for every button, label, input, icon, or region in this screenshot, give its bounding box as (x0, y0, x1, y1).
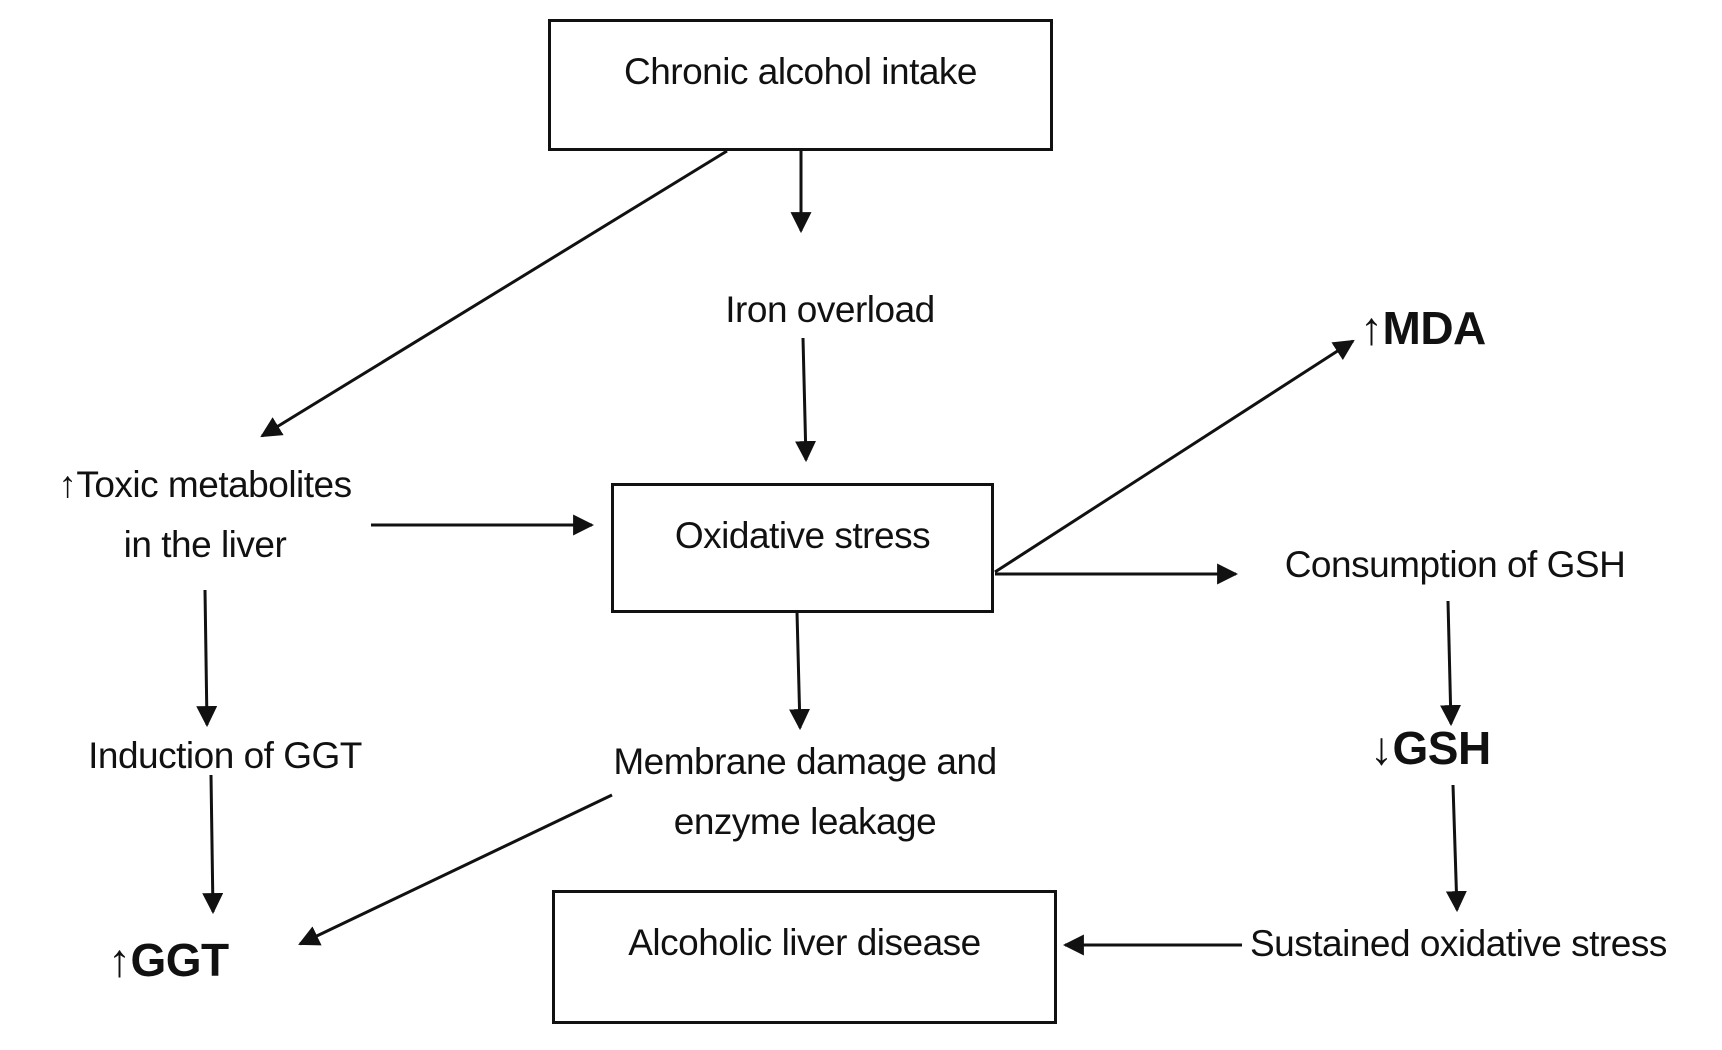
edge-induction-to-ggt (202, 774, 224, 915)
node-label: MDA (1382, 302, 1487, 354)
edge-oxidative-to-mda (994, 339, 1355, 574)
edge-consumption-to-gsh (1440, 600, 1462, 727)
edge-oxidative-to-membrane (789, 611, 811, 731)
node-label: Chronic alcohol intake (623, 51, 978, 92)
node-gsh: ↓GSH (1370, 718, 1570, 778)
node-label: Induction of GGT (88, 735, 362, 776)
node-label: GSH (1392, 722, 1492, 774)
node-label: Iron overload (725, 289, 935, 330)
node-mda: ↑MDA (1360, 298, 1560, 358)
node-ggt: ↑GGT (108, 930, 308, 990)
node-oxidative-stress: Oxidative stress (611, 483, 994, 613)
node-iron-overload: Iron overload (680, 280, 980, 340)
node-label: Alcoholic liver disease (628, 922, 981, 963)
node-label: GGT (130, 934, 230, 986)
node-label-line1: Toxic metabolites (76, 464, 352, 505)
node-label-line2: in the liver (123, 524, 287, 565)
node-induction-of-ggt: Induction of GGT (60, 726, 390, 786)
node-sustained-oxidative-stress: Sustained oxidative stress (1250, 914, 1720, 974)
up-arrow-icon: ↑ (108, 934, 131, 986)
node-chronic-alcohol-intake: Chronic alcohol intake (548, 19, 1053, 151)
up-arrow-icon: ↑ (1360, 302, 1383, 354)
edge-toxic-to-induction (196, 589, 218, 728)
node-consumption-of-gsh: Consumption of GSH (1255, 535, 1655, 595)
node-label: Oxidative stress (674, 515, 931, 556)
down-arrow-icon: ↓ (1370, 722, 1393, 774)
up-arrow-icon: ↑ (58, 464, 77, 505)
edge-iron-to-oxidative (795, 337, 817, 463)
node-label-line1: Membrane damage and (613, 741, 997, 782)
node-label: Sustained oxidative stress (1250, 923, 1667, 964)
edge-gsh-to-sustained (1445, 784, 1467, 913)
node-alcoholic-liver-disease: Alcoholic liver disease (552, 890, 1057, 1024)
edge-membrane-to-ggt (298, 793, 613, 946)
node-membrane-damage: Membrane damage and enzyme leakage (580, 732, 1030, 852)
node-toxic-metabolites: ↑Toxic metabolites in the liver (20, 455, 390, 575)
edge-chronic-to-toxic (260, 149, 728, 438)
node-label-line2: enzyme leakage (673, 801, 937, 842)
node-label: Consumption of GSH (1284, 544, 1626, 585)
